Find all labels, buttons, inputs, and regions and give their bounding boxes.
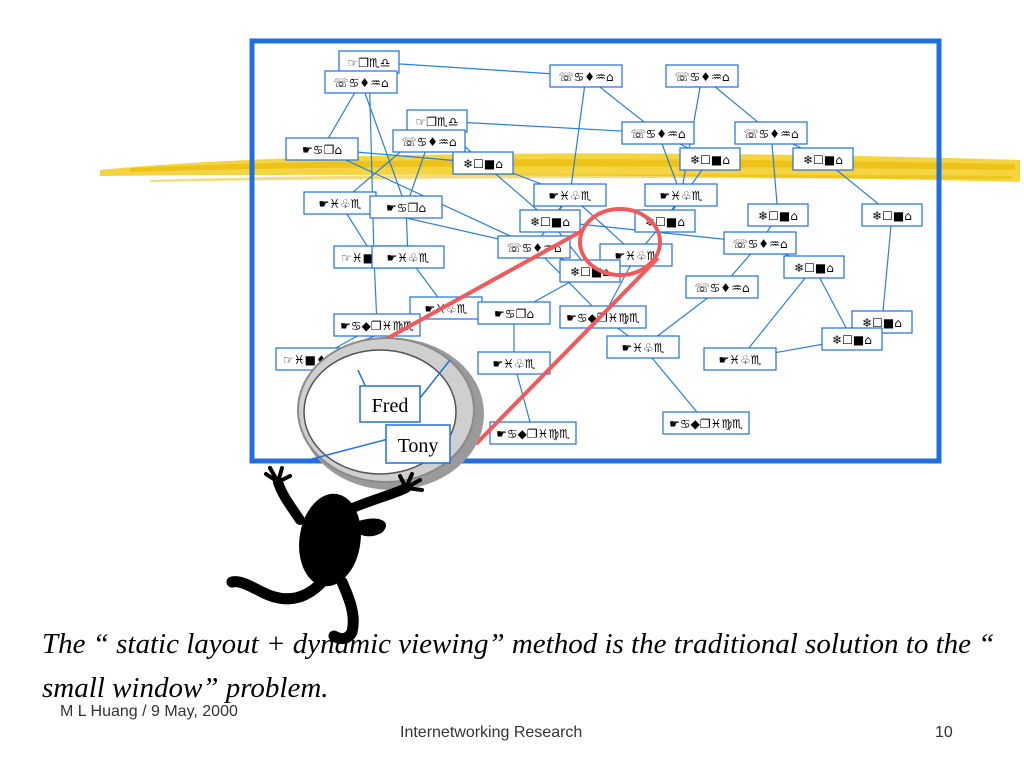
graph-frame bbox=[249, 38, 942, 464]
graph-node: ☛♓♧♏ bbox=[703, 347, 777, 371]
page-number: 10 bbox=[935, 724, 953, 741]
highlighter-stroke bbox=[100, 153, 1020, 182]
graph-node-label: ☏♋♦♒⌂ bbox=[559, 70, 614, 84]
graph-node: ☛♋❐⌂ bbox=[369, 195, 443, 219]
graph-node-label: ☛♋❐⌂ bbox=[302, 143, 342, 157]
graph-node: ☛♓♧♏ bbox=[644, 183, 718, 207]
graph-node-label: ❄☐■⌂ bbox=[872, 209, 912, 223]
graph-node-label: ☛♋◆❐♓♍♏ bbox=[496, 427, 570, 441]
graph-node: ☏♋♦♒⌂ bbox=[723, 231, 797, 255]
graph-edge bbox=[436, 120, 659, 134]
graph-node-label: ☛♓♧♏ bbox=[386, 251, 429, 265]
graph-node-label: ☏♋♦♒⌂ bbox=[631, 127, 686, 141]
lens-label-tony: Tony bbox=[398, 435, 439, 457]
graph-node-label: ❄☐■⌂ bbox=[758, 209, 798, 223]
graph-node: ❄☐■⌂ bbox=[783, 255, 845, 279]
graph-node-label: ☏♋♦♒⌂ bbox=[675, 70, 730, 84]
graph-node: ☛♋◆❐♓♍♏ bbox=[489, 421, 577, 445]
graph-node: ☏♋♦♒⌂ bbox=[549, 64, 623, 88]
graph-node-label: ☛♓♧♏ bbox=[718, 353, 761, 367]
lens-label-fred: Fred bbox=[372, 395, 409, 417]
graph-node-label: ❄☐■⌂ bbox=[862, 316, 902, 330]
graph-node: ☛♋❐⌂ bbox=[285, 137, 359, 161]
graph-node: ☛♓♧♏ bbox=[371, 245, 445, 269]
graph-node: ☛♓♧♏ bbox=[606, 335, 680, 359]
graph-node: ☏♋♦♒⌂ bbox=[665, 64, 739, 88]
graph-node-label: ☛♓♧♏ bbox=[548, 189, 591, 203]
graph-node-label: ☏♋♦♒⌂ bbox=[744, 127, 799, 141]
graph-node-label: ❄☐■⌂ bbox=[690, 153, 730, 167]
magnifier-lens: Fred Tony bbox=[297, 337, 484, 490]
graph-node: ☛♓♧♏ bbox=[533, 183, 607, 207]
graph-node-label: ☛♓♧♏ bbox=[318, 197, 361, 211]
graph-node: ☏♋♦♒⌂ bbox=[497, 235, 571, 259]
graph-node-label: ☏♋♦♒⌂ bbox=[695, 281, 750, 295]
graph-node-label: ☏♋♦♒⌂ bbox=[733, 237, 788, 251]
graph-node-label: ☛♋❐⌂ bbox=[386, 201, 426, 215]
graph-node: ☏♋♦♒⌂ bbox=[392, 129, 466, 153]
graph-edge bbox=[770, 132, 779, 216]
graph-node-label: ☛♓♧♏ bbox=[621, 341, 664, 355]
footer-author: M L Huang / 9 May, 2000 bbox=[60, 703, 238, 720]
graph-edge bbox=[569, 75, 587, 196]
graph-node-label: ❄☐■⌂ bbox=[803, 153, 843, 167]
graph-edge bbox=[739, 266, 815, 360]
graph-edge bbox=[642, 346, 707, 424]
lens-node-tony bbox=[385, 424, 451, 464]
graph-node-label: ☛♋◆❐♓♍♏ bbox=[669, 417, 743, 431]
graph-node: ☏♋♦♒⌂ bbox=[734, 121, 808, 145]
graph-edge bbox=[813, 266, 853, 340]
graph-node-label: ☛♋❐⌂ bbox=[494, 307, 534, 321]
stick-figure bbox=[226, 466, 424, 645]
graph-edge bbox=[368, 61, 375, 258]
graph-node-label: ☛♓♧♏ bbox=[614, 249, 657, 263]
graph-node: ❄☐■⌂ bbox=[861, 203, 923, 227]
graph-node: ☛♓♧♏ bbox=[303, 191, 377, 215]
lens-node-fred bbox=[359, 385, 421, 423]
graph-node-label: ☞❐♏♎ bbox=[415, 115, 458, 129]
graph-node: ☛♋❐⌂ bbox=[477, 301, 551, 325]
graph-node: ❄☐■⌂ bbox=[821, 327, 883, 351]
graph-node: ❄☐■⌂ bbox=[792, 147, 854, 171]
graph-node-label: ❄☐■⌂ bbox=[463, 157, 503, 171]
graph-node: ❄☐■⌂ bbox=[452, 151, 514, 175]
graph-nodes: ☞❐♏♎ ☏♋♦♒⌂ ☏♋♦♒⌂ ☏♋♦♒⌂ ☞❐♏♎ ☏♋♦♒⌂ ☛♋❐⌂ ☏♋♦♒⌂ ☏♋♦… bbox=[275, 50, 923, 445]
graph-node: ☞❐♏♎ bbox=[338, 50, 400, 74]
graph-node: ☏♋♦♒⌂ bbox=[621, 121, 695, 145]
graph-node-label: ☛♋◆❐♓♍♏ bbox=[340, 319, 414, 333]
graph-node: ❄☐■⌂ bbox=[747, 203, 809, 227]
graph-node-label: ☛♓♧♏ bbox=[492, 357, 535, 371]
graph-node-label: ❄☐■⌂ bbox=[832, 333, 872, 347]
graph-node: ☞❐♏♎ bbox=[406, 109, 468, 133]
graph-node: ☛♋◆❐♓♍♏ bbox=[333, 313, 421, 337]
graph-edge bbox=[881, 214, 893, 323]
graph-node-label: ☛♓♧♏ bbox=[659, 189, 702, 203]
graph-node-label: ☞❐♏♎ bbox=[347, 56, 390, 70]
footer-title: Internetworking Research bbox=[400, 724, 583, 741]
graph-node-label: ☏♋♦♒⌂ bbox=[334, 76, 389, 90]
graph-node-label: ❄☐■⌂ bbox=[794, 261, 834, 275]
graph-node-label: ☏♋♦♒⌂ bbox=[402, 135, 457, 149]
graph-node: ❄☐■⌂ bbox=[519, 209, 581, 233]
graph-node: ☏♋♦♒⌂ bbox=[324, 70, 398, 94]
slide-caption: The “ static layout + dynamic viewing” m… bbox=[42, 628, 995, 704]
graph-node: ☛♋◆❐♓♍♏ bbox=[662, 411, 750, 435]
graph-node: ❄☐■⌂ bbox=[679, 147, 741, 171]
graph-edge bbox=[360, 81, 407, 208]
graph-node-label: ❄☐■⌂ bbox=[530, 215, 570, 229]
graph-node: ☛♓♧♏ bbox=[477, 351, 551, 375]
graph-node: ☏♋♦♒⌂ bbox=[685, 275, 759, 299]
graph-node-label: ☛♋◆❐♓♍♏ bbox=[566, 311, 640, 325]
